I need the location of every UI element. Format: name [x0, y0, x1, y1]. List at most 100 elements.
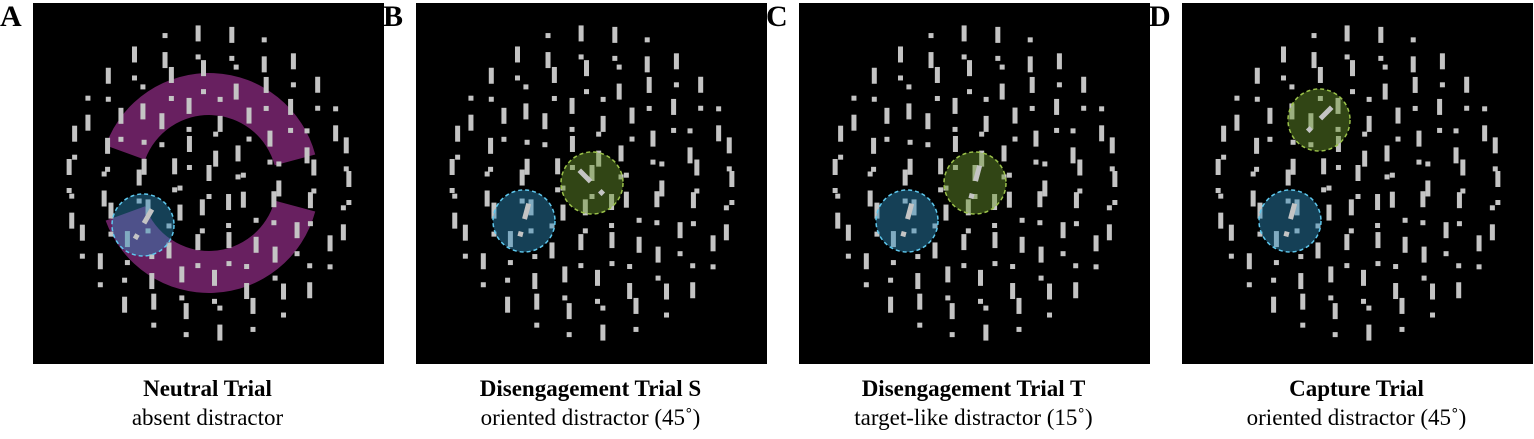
- bar-long-segment: [1311, 52, 1317, 69]
- bar-short-segment: [1285, 198, 1291, 204]
- stimulus-bar: [523, 84, 529, 120]
- bar-short-segment: [596, 131, 602, 137]
- bar-short-segment: [1037, 220, 1043, 226]
- bar-short-segment: [644, 37, 650, 43]
- bar-short-segment: [1456, 221, 1462, 227]
- bar-long-segment: [600, 115, 606, 132]
- stimulus-bar: [201, 60, 207, 95]
- bar-short-segment: [983, 96, 989, 102]
- stimulus-bar: [307, 192, 313, 227]
- stimulus-bar: [346, 171, 352, 206]
- bar-short-segment: [673, 82, 679, 88]
- bar-long-segment: [851, 114, 857, 131]
- stimulus-bar: [534, 293, 540, 328]
- bar-long-segment: [122, 296, 128, 313]
- stimulus-bar: [488, 137, 494, 172]
- bar-short-segment: [949, 332, 955, 338]
- bar-short-segment: [315, 105, 321, 111]
- bar-short-segment: [201, 89, 207, 95]
- bar-long-segment: [201, 60, 207, 77]
- stimulus-bar: [1456, 263, 1462, 299]
- bar-short-segment: [654, 220, 660, 226]
- stimulus-bar: [1037, 191, 1043, 226]
- bar-long-segment: [1456, 282, 1462, 299]
- bar-short-segment: [723, 205, 729, 211]
- bar-long-segment: [1453, 147, 1459, 164]
- stimulus-bar: [542, 113, 548, 148]
- target-circle: [492, 189, 556, 253]
- bar-short-segment: [1439, 82, 1445, 88]
- stimulus-bar: [79, 224, 85, 259]
- search-display: [799, 3, 1150, 364]
- bar-short-segment: [1246, 282, 1252, 288]
- bar-long-segment: [1430, 283, 1436, 300]
- bar-short-segment: [514, 75, 520, 81]
- bar-long-segment: [105, 137, 111, 154]
- stimulus-bar: [1267, 107, 1273, 142]
- bar-long-segment: [213, 150, 219, 167]
- stimulus-bar: [949, 303, 955, 338]
- bar-long-segment: [577, 168, 593, 184]
- stimulus-array: [1215, 25, 1501, 341]
- stimulus-bar: [609, 232, 615, 267]
- bar-short-segment: [271, 220, 277, 226]
- bar-long-segment: [1054, 98, 1060, 115]
- bar-short-segment: [600, 305, 606, 311]
- bar-short-segment: [1283, 230, 1290, 238]
- bar-short-segment: [1280, 75, 1286, 81]
- trial-subtitle: oriented distractor (45˚): [1246, 405, 1467, 430]
- bar-long-segment: [1060, 222, 1066, 239]
- bar-long-segment: [1360, 269, 1366, 286]
- stimulus-bar: [1070, 128, 1076, 164]
- bar-long-segment: [480, 253, 486, 270]
- stimulus-bar: [514, 46, 520, 81]
- bar-long-segment: [1077, 159, 1083, 176]
- bar-short-segment: [1033, 159, 1039, 165]
- trial-subtitle: target-like distractor (15˚): [854, 405, 1093, 430]
- bar-short-segment: [925, 142, 931, 148]
- stimulus-bar: [1355, 165, 1361, 199]
- bar-short-segment: [545, 33, 551, 39]
- stimulus-bar: [505, 277, 511, 313]
- stimulus-bar: [304, 128, 310, 164]
- stimulus-bar: [162, 33, 168, 69]
- bar-long-segment: [977, 269, 983, 286]
- search-display: [33, 3, 384, 364]
- stimulus-bar: [85, 95, 91, 131]
- stimulus-bar: [934, 66, 940, 101]
- bar-short-segment: [132, 233, 140, 241]
- stimulus-bar: [1482, 106, 1488, 142]
- bar-long-segment: [633, 297, 639, 314]
- bar-long-segment: [917, 293, 923, 310]
- stimulus-bar: [122, 277, 128, 313]
- bar-long-segment: [1073, 192, 1079, 209]
- stimulus-bar: [1038, 246, 1044, 281]
- stimulus-bar: [1099, 106, 1105, 142]
- bar-long-segment: [911, 199, 917, 216]
- bar-short-segment: [261, 37, 267, 43]
- bar-long-segment: [514, 46, 520, 63]
- bar-long-segment: [569, 135, 575, 152]
- bar-long-segment: [1375, 194, 1381, 211]
- stimulus-bar: [151, 293, 157, 328]
- bar-short-segment: [333, 106, 339, 112]
- stimulus-bar: [967, 60, 973, 95]
- stimulus-bar: [307, 263, 313, 299]
- bar-long-segment: [468, 114, 474, 131]
- stimulus-bar: [140, 84, 146, 120]
- bar-long-segment: [1443, 222, 1449, 239]
- bar-long-segment: [449, 158, 455, 175]
- bar-short-segment: [1234, 95, 1240, 101]
- bar-short-segment: [1378, 55, 1384, 61]
- stimulus-bar: [890, 231, 896, 266]
- stimulus-bar: [578, 234, 584, 269]
- stimulus-bar: [1453, 128, 1459, 164]
- bar-short-segment: [906, 84, 912, 90]
- trial-subtitle: absent distractor: [131, 405, 284, 430]
- bar-long-segment: [501, 107, 507, 124]
- bar-short-segment: [690, 263, 696, 269]
- bar-long-segment: [267, 130, 273, 147]
- stimulus-bar: [97, 253, 103, 288]
- bar-short-segment: [1112, 200, 1118, 206]
- bar-long-segment: [594, 269, 600, 286]
